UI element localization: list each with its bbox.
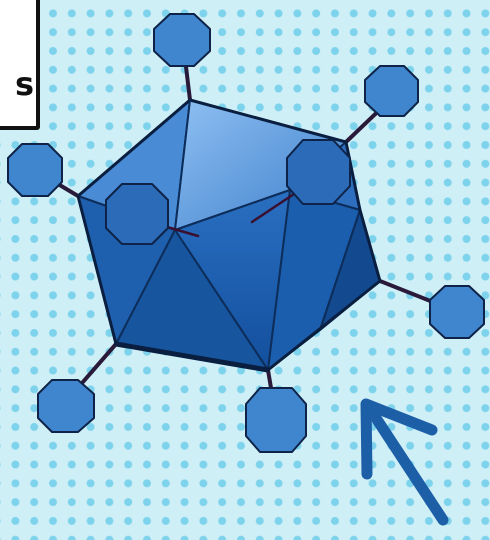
knob-upper-right <box>365 66 418 116</box>
knob-right <box>430 286 484 338</box>
knob-top <box>154 14 210 66</box>
knob-bottom <box>246 388 306 452</box>
knob-front-left <box>106 184 168 244</box>
knob-left <box>8 144 62 196</box>
arrow-icon <box>366 404 443 520</box>
knob-lower-left <box>38 380 94 432</box>
knob-front-right <box>287 140 350 204</box>
